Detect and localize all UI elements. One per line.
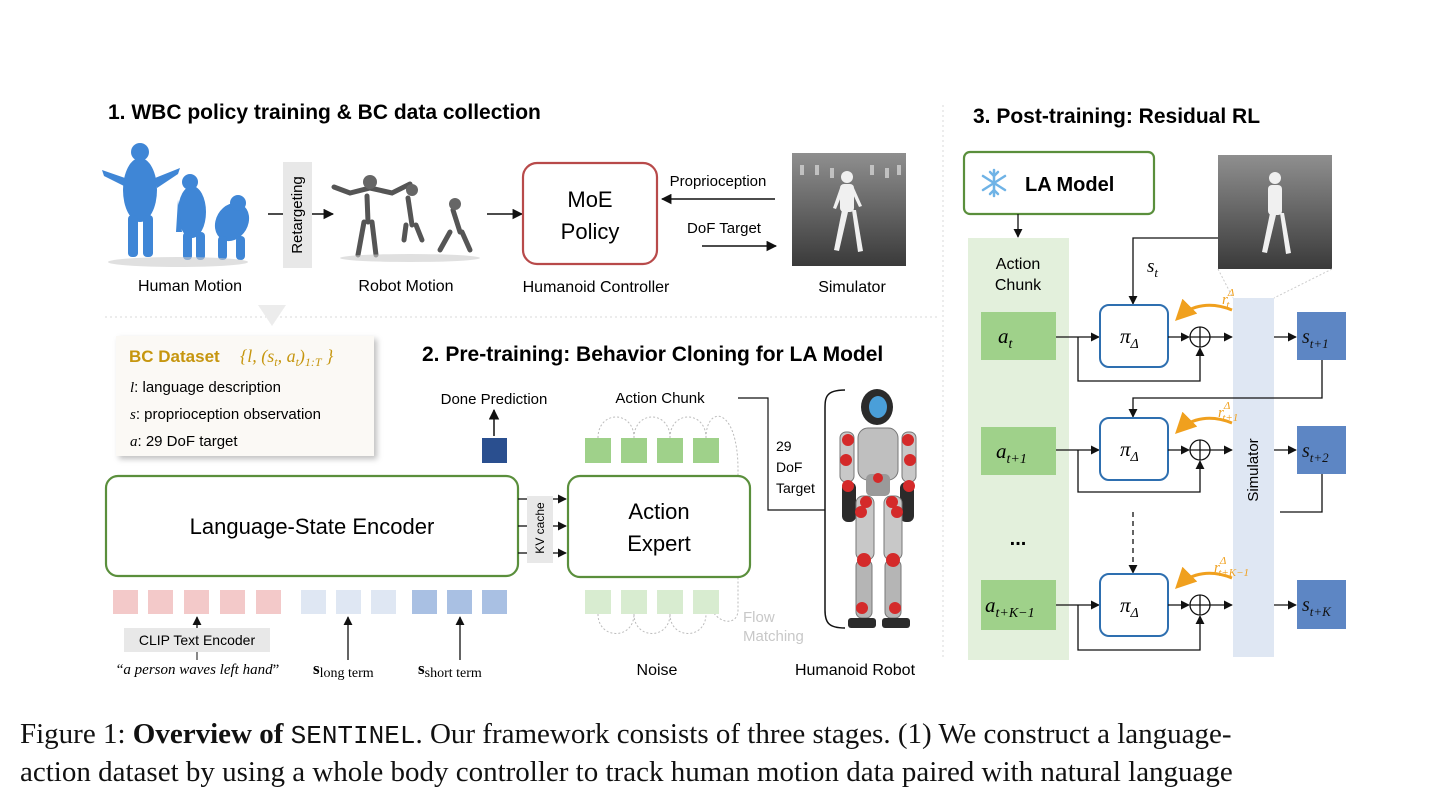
bc-dataset-a-line: a: 29 DoF target [130,433,238,450]
flow-label: Flow [743,609,775,626]
done-token [482,438,507,463]
la-model-box [962,150,1156,216]
prompt-text: “a person waves left hand” [117,662,280,678]
state-token-k-label: st+K [1302,594,1332,619]
long-term-state-tokens [301,590,396,614]
kv-cache-label: KV cache [533,502,547,554]
flow-matching-arcs [597,613,707,634]
language-tokens [113,590,281,614]
la-model-label: LA Model [1025,174,1114,196]
simulator-label-stage3: Simulator [1245,438,1262,501]
residual-policy-k [1099,573,1169,637]
caption-line-2: action dataset by using a whole body con… [20,756,1233,788]
done-prediction-label: Done Prediction [441,391,548,408]
action-token-k [981,580,1056,630]
state-token-2-label: st+2 [1302,440,1329,465]
section-2-title: 2. Pre-training: Behavior Cloning for LA… [422,343,883,366]
figure-caption: Figure 1: Overview of SENTINEL. Our fram… [20,716,1440,790]
reward-arc-1 [1175,298,1233,321]
reward-arc-k [1175,566,1233,589]
kv-cache-box [527,496,553,563]
s-long-term-label: slong term [313,659,374,681]
matching-label: Matching [743,628,804,645]
humanoid-robot-brace [824,389,846,629]
kv-cache-arrows [518,494,567,558]
action-chunk-label-l1: Action [996,256,1040,273]
ellipsis-label: ... [1010,528,1027,550]
dof-29-label: 29 [776,438,792,454]
section-3-title: 3. Post-training: Residual RL [973,105,1260,128]
action-token-1-label: at [998,324,1014,352]
action-expert-box [566,474,752,579]
proprioception-label: Proprioception [670,173,767,190]
noise-tokens [585,590,719,614]
bc-dataset-l-line: l: language description [130,379,281,396]
retargeting-label: Retargeting [289,176,306,254]
simulator-thumbnail-stage3 [1217,155,1333,299]
action-token-2 [981,427,1056,475]
humanoid-robot-image [839,389,917,628]
clip-text-encoder-box [124,628,270,652]
reward-arc-2 [1175,411,1233,434]
action-expert-line1: Action [628,499,689,524]
snowflake-icon [981,168,1007,198]
bc-dataset-pointer [258,305,286,326]
state-token-k [1297,580,1346,629]
dof-word-label: DoF [776,459,802,475]
bc-dataset-s-line: s: proprioception observation [130,406,321,423]
clip-text-encoder-label: CLIP Text Encoder [139,632,256,648]
robot-motion-figures [331,175,480,262]
simulator-label-stage1: Simulator [818,279,886,296]
bc-dataset-title: BC Dataset [129,347,220,366]
robot-motion-label: Robot Motion [358,278,453,295]
dof-target-label: DoF Target [687,220,762,237]
caption-line-1: Figure 1: Overview of SENTINEL. Our fram… [20,718,1232,751]
action-expert-line2: Expert [627,531,691,556]
state-token-2 [1297,426,1346,474]
residual-policy-2 [1099,417,1169,481]
action-token-1 [981,312,1056,360]
noise-label: Noise [637,662,678,679]
arrow-state-to-policy [1128,237,1218,305]
state-st-label: st [1147,256,1158,280]
simulator-column [1233,298,1274,657]
s-short-term-label: sshort term [418,659,482,681]
state-token-1 [1297,312,1346,360]
language-state-encoder-label: Language-State Encoder [190,514,435,539]
dof-target-connector [738,397,825,511]
moe-policy-line2: Policy [561,219,620,244]
moe-policy-box [521,161,659,266]
human-motion-label: Human Motion [138,278,242,295]
humanoid-robot-label: Humanoid Robot [795,662,916,679]
action-token-k-label: at+K−1 [985,593,1035,621]
residual-policy-1 [1099,304,1169,368]
residual-policy-2-label: πΔ [1120,437,1139,465]
residual-policy-1-label: πΔ [1120,324,1139,352]
human-motion-figures [102,143,250,267]
overview-figure: 1. WBC policy training & BC data collect… [102,101,1346,681]
action-chunk-label-l2: Chunk [995,277,1042,294]
moe-policy-line1: MoE [567,187,612,212]
action-token-2-label: at+1 [996,439,1027,467]
residual-policy-k-label: πΔ [1120,593,1139,621]
simulator-thumbnail-stage1 [792,153,906,266]
bc-dataset-card [116,336,374,456]
state-token-1-label: st+1 [1302,326,1329,351]
dof-target-label-stage2: Target [776,480,815,496]
action-chunk-tokens [585,415,739,622]
section-1-title: 1. WBC policy training & BC data collect… [108,101,541,124]
retargeting-box [283,162,312,268]
humanoid-controller-label: Humanoid Controller [523,279,670,296]
action-chunk-label-stage2: Action Chunk [615,390,705,407]
short-term-state-tokens [412,590,507,614]
